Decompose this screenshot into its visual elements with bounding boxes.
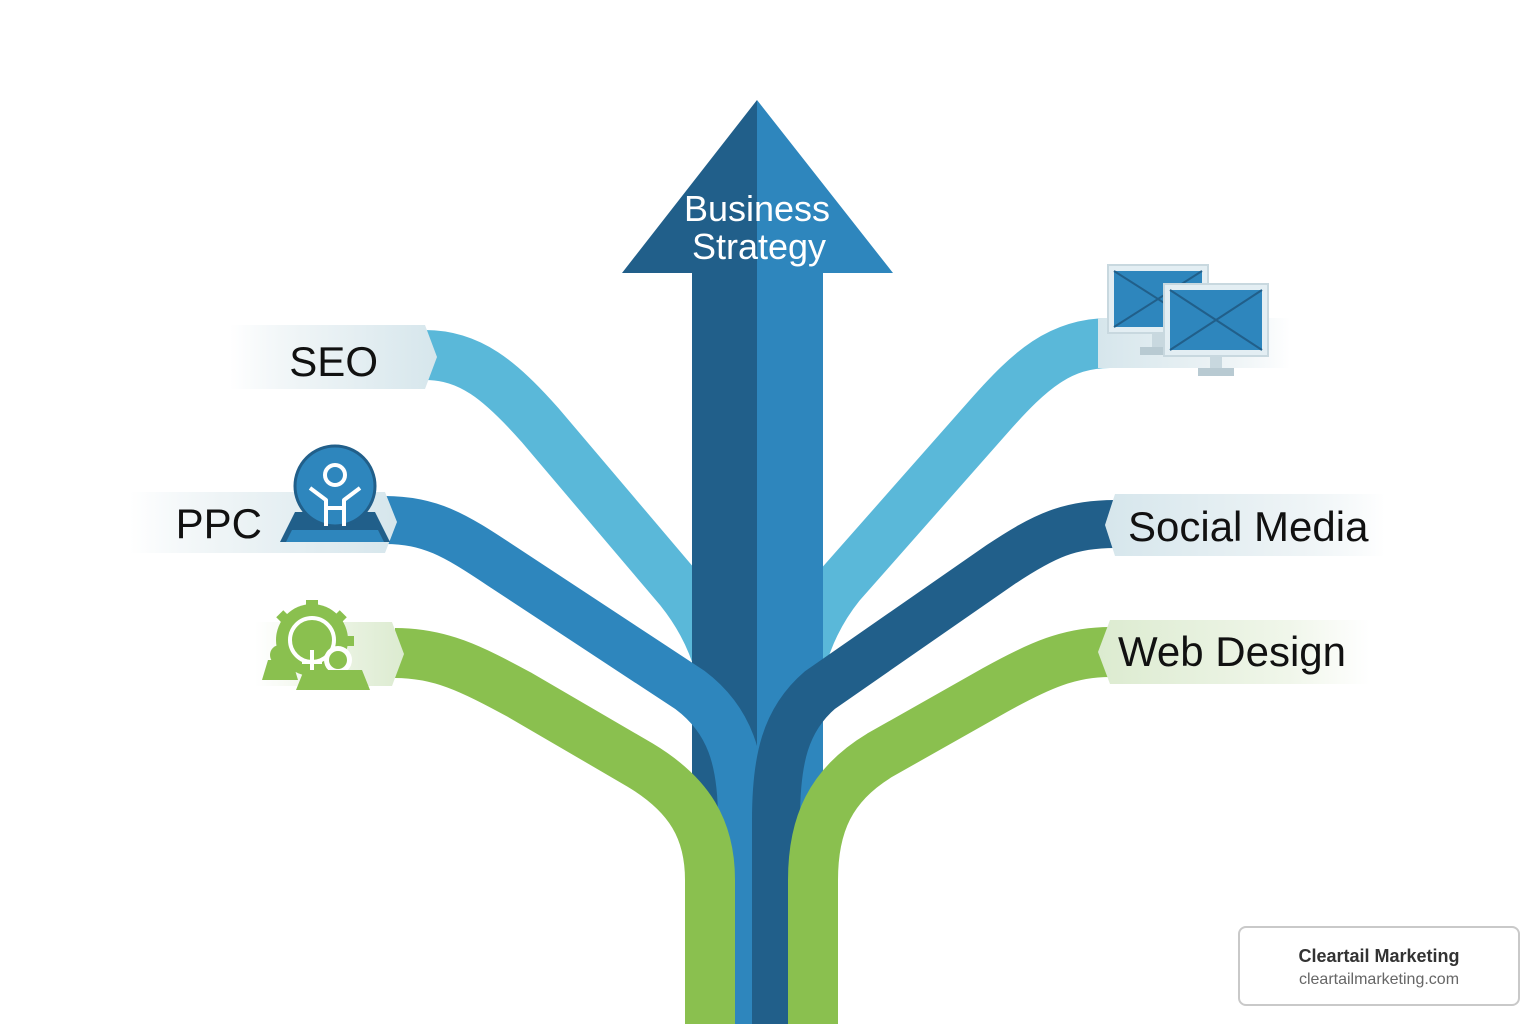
branch-ppc-ribbon (384, 496, 766, 1024)
web-label-plate: Web Design (1098, 620, 1370, 684)
brand-box: Cleartail Marketing cleartailmarketing.c… (1238, 926, 1520, 1006)
social-label: Social Media (1128, 503, 1369, 550)
web-label: Web Design (1118, 628, 1346, 675)
person-badge-icon (280, 444, 390, 542)
arrow-label-line2: Strategy (692, 226, 826, 267)
ppc-label: PPC (176, 500, 262, 547)
monitors-icon (1107, 264, 1269, 376)
seo-label: SEO (289, 338, 378, 385)
branch-social-ribbon (752, 500, 1116, 1024)
brand-name: Cleartail Marketing (1298, 946, 1460, 966)
brand-url: cleartailmarketing.com (1298, 971, 1460, 988)
seo-label-plate: SEO (230, 325, 437, 389)
branch-web-ribbon (788, 627, 1111, 1024)
people-gear-icon (262, 600, 370, 690)
social-label-plate: Social Media (1105, 494, 1385, 556)
branch-content-ribbon (394, 628, 735, 1024)
arrow-label-line1: Business (684, 188, 830, 229)
